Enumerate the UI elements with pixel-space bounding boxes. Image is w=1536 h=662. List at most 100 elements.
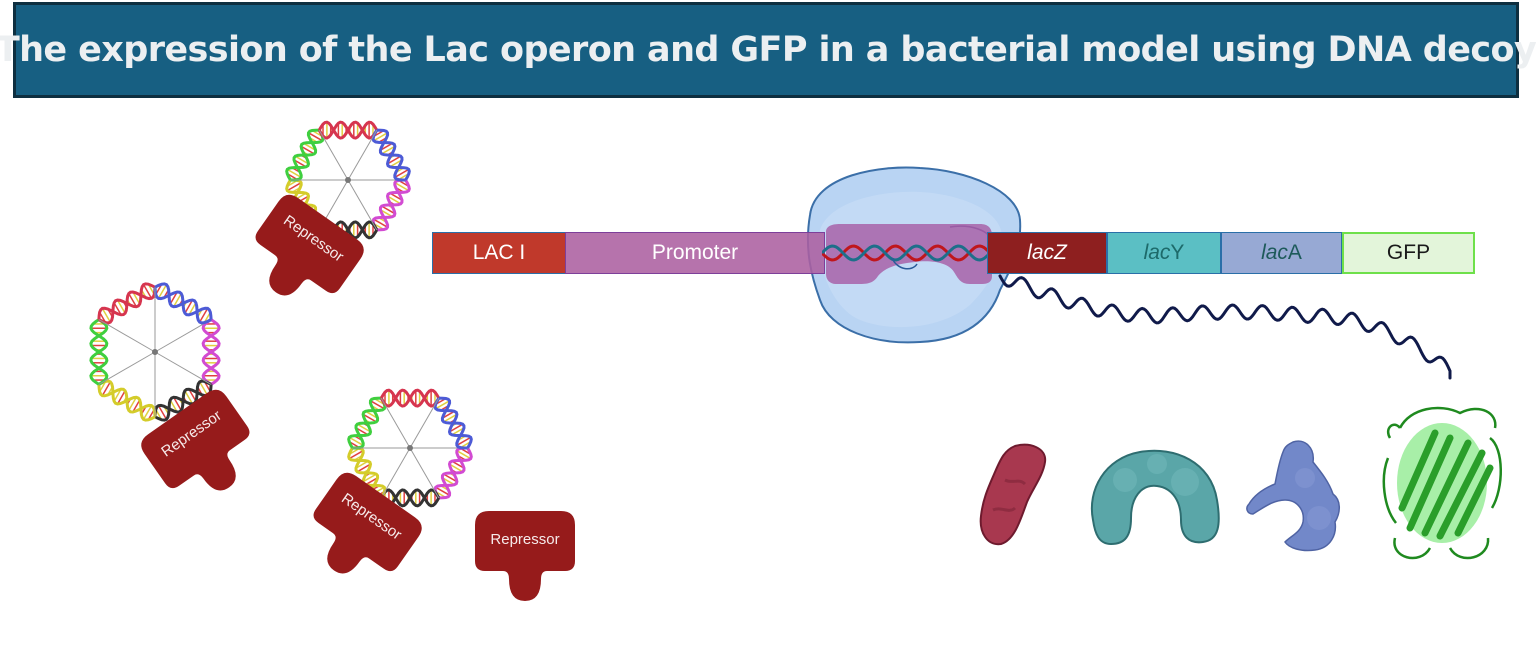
repressor-protein: Repressor (475, 511, 575, 607)
gene-label-laci: LAC I (472, 241, 526, 264)
base-pair (435, 486, 450, 496)
base-pair (362, 413, 377, 423)
base-pair (387, 155, 402, 165)
base-pair (91, 340, 106, 342)
dna-strand (379, 488, 441, 508)
base-pair (394, 182, 410, 192)
gene-segment-laci: LAC I (432, 232, 566, 274)
beta-galactosidase-protein-icon (979, 443, 1047, 546)
base-pair (91, 362, 106, 364)
gene-label-lacy-italic: lac (1143, 241, 1171, 264)
dna-strand (379, 388, 441, 408)
base-pair (443, 473, 458, 483)
base-pair (116, 299, 126, 314)
base-pair (132, 399, 141, 413)
base-pair (294, 155, 309, 165)
gene-label-lacz-italic: lac (1027, 241, 1055, 264)
dna-strand (347, 397, 387, 449)
repressor-shape-icon (475, 511, 575, 601)
base-pair (373, 218, 388, 228)
base-pair (381, 145, 396, 155)
base-pair (203, 344, 219, 347)
gene-label-lacy: lacY (1144, 241, 1185, 265)
gene-label-lacy-suffix: Y (1170, 241, 1185, 264)
linker-strand (98, 351, 156, 385)
base-pair (113, 388, 122, 402)
gene-segment-lacz: lacZ (987, 232, 1107, 274)
base-pair (203, 327, 220, 330)
repressor-shape-icon (255, 194, 364, 296)
decoy-center (407, 445, 413, 451)
dna-strand (98, 379, 156, 422)
title-banner: The expression of the Lac operon and GFP… (0, 2, 1536, 98)
base-pair (128, 293, 138, 308)
base-pair (169, 399, 178, 413)
base-pair (203, 375, 220, 377)
base-pair (348, 436, 364, 446)
dna-strand (285, 129, 325, 181)
transacetylase-protein-icon (1246, 440, 1340, 552)
gene-segment-promoter: Promoter (565, 232, 825, 274)
repressor-shape-icon (141, 389, 250, 491)
base-pair (373, 132, 388, 142)
dna-strand (201, 318, 221, 386)
base-pair (116, 390, 126, 405)
base-pair (370, 400, 385, 410)
dna-double-helix-icon (822, 244, 992, 270)
gene-segment-laca: lacA (1221, 232, 1342, 274)
decoy-center (345, 177, 351, 183)
gene-label-laca-italic: lac (1261, 241, 1288, 264)
base-pair (184, 390, 194, 405)
base-pair (456, 436, 472, 446)
base-pair (188, 302, 197, 316)
linker-strand (318, 129, 349, 181)
base-pair (101, 381, 111, 397)
repressor-shape-icon (313, 472, 422, 574)
base-pair (199, 381, 209, 396)
dna-strand (371, 179, 411, 231)
base-pair (381, 205, 396, 215)
base-pair (188, 388, 197, 402)
base-pair (362, 473, 377, 483)
dna-strand (89, 318, 109, 386)
base-pair (142, 405, 153, 420)
base-pair (172, 396, 182, 411)
base-pair (157, 284, 168, 299)
linker-strand (409, 447, 440, 499)
base-pair (184, 299, 194, 314)
gene-label-lacz-suffix: Z (1054, 241, 1067, 264)
base-pair (173, 293, 182, 308)
base-pair (286, 182, 302, 192)
linker-strand (98, 319, 156, 353)
base-pair (456, 450, 472, 460)
repressor-protein: Repressor (137, 385, 274, 521)
lactose-permease-protein-icon (1090, 449, 1220, 546)
gene-label-laca: lacA (1261, 241, 1302, 265)
linker-strand (154, 351, 212, 385)
dna-strand (317, 120, 379, 140)
gene-label-lacz: lacZ (1027, 241, 1067, 265)
base-pair (394, 168, 410, 178)
base-pair (286, 168, 302, 178)
base-pair (449, 423, 464, 433)
base-pair (157, 405, 168, 420)
green-fluorescent-protein-icon (1382, 406, 1502, 560)
base-pair (443, 413, 458, 423)
base-pair (142, 284, 153, 299)
base-pair (387, 195, 402, 205)
repressor-label: Repressor (490, 531, 560, 548)
base-pair (203, 357, 219, 360)
base-pair (199, 307, 209, 323)
linker-strand (347, 129, 378, 181)
base-pair (348, 450, 364, 460)
dna-strand (433, 447, 473, 499)
base-pair (356, 423, 371, 433)
diagram-title: The expression of the Lac operon and GFP… (0, 30, 1536, 70)
decoy-center (152, 349, 158, 355)
dna-strand (376, 128, 406, 182)
base-pair (356, 463, 371, 473)
linker-strand (347, 179, 378, 231)
linker-strand (380, 397, 411, 449)
mrna-strand-icon (998, 274, 1452, 380)
repressor-protein: Repressor (290, 468, 427, 604)
